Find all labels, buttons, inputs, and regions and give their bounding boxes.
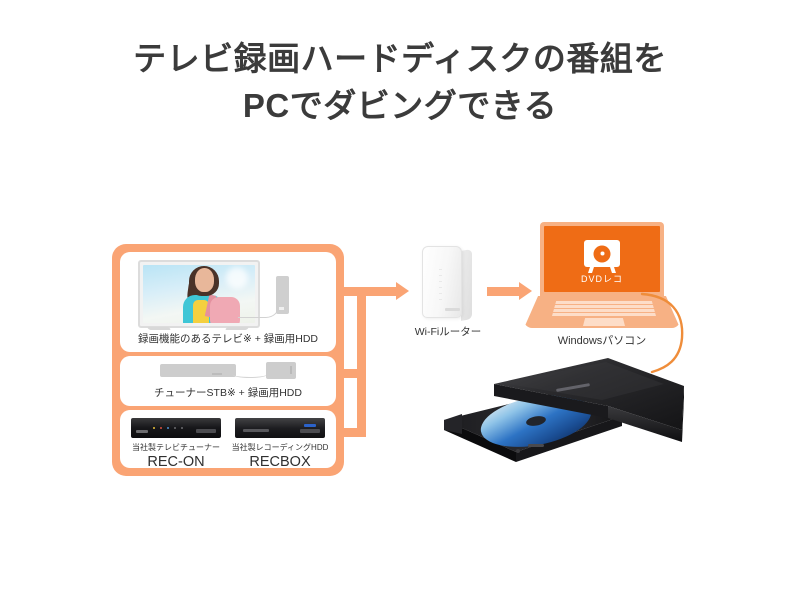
rec-on-caption: 当社製テレビチューナー [132, 443, 220, 452]
connector-arm-to-router [357, 287, 399, 296]
stb-hdd-cable [232, 370, 268, 378]
connector-stub-3 [344, 428, 366, 437]
source-card-tv-hdd: 録画機能のあるテレビ※ + 録画用HDD [120, 252, 336, 352]
source-group-frame: 録画機能のあるテレビ※ + 録画用HDD チューナーSTB※ + 録画用HDD [112, 244, 344, 476]
arrow-right-icon [396, 282, 409, 300]
recording-hdd-icon [266, 362, 296, 379]
drive-body [494, 358, 684, 442]
connector-trunk [357, 287, 366, 437]
product-rec-on: 当社製テレビチューナー REC-ON [126, 418, 226, 470]
laptop-lid: DVDレコ [540, 222, 664, 296]
connector-stub-1 [344, 287, 366, 296]
product-recbox: 当社製レコーディングHDD RECBOX [230, 418, 330, 470]
disc-icon [593, 245, 611, 262]
tv-hdd-cable [238, 304, 280, 318]
title-line-2: PCでダビングできる [242, 86, 558, 124]
usb-cable [640, 292, 684, 374]
recbox-name: RECBOX [249, 454, 311, 470]
source-card-stb-hdd: チューナーSTB※ + 録画用HDD [120, 356, 336, 406]
recording-hdd-icon [276, 276, 289, 314]
page-title: テレビ録画ハードディスクの番組を PCでダビングできる [0, 36, 800, 130]
source-card-stb-label: チューナーSTB※ + 録画用HDD [154, 387, 302, 399]
rec-on-name: REC-ON [147, 454, 205, 470]
connector-arm-to-pc [487, 287, 521, 296]
drive-brand-logo [556, 383, 590, 392]
source-card-iodata: 当社製テレビチューナー REC-ON 当社製レコーディングHDD RECBOX [120, 410, 336, 470]
wifi-router: Wi-Fiルーター [412, 246, 484, 338]
laptop-trackpad [583, 318, 625, 326]
external-dvd-drive [444, 358, 684, 462]
laptop-keyboard [552, 301, 656, 316]
laptop-screen: DVDレコ [544, 226, 660, 292]
title-line-1: テレビ録画ハードディスクの番組を [133, 40, 667, 77]
windows-pc: DVDレコ Windowsパソコン [524, 222, 684, 352]
arrow-right-icon [519, 282, 532, 300]
recbox-caption: 当社製レコーディングHDD [231, 443, 329, 452]
app-name-label: DVDレコ [580, 274, 623, 284]
tv-icon [138, 260, 266, 332]
source-card-tv-label: 録画機能のあるテレビ※ + 録画用HDD [137, 333, 318, 345]
recbox-device-icon [235, 418, 325, 438]
rec-on-device-icon [131, 418, 221, 438]
connector-stub-2 [344, 369, 366, 378]
wifi-router-label: Wi-Fiルーター [414, 326, 482, 338]
tuner-stb-icon [160, 364, 236, 377]
tv-app-icon [584, 240, 620, 273]
windows-pc-label: Windowsパソコン [557, 335, 647, 347]
